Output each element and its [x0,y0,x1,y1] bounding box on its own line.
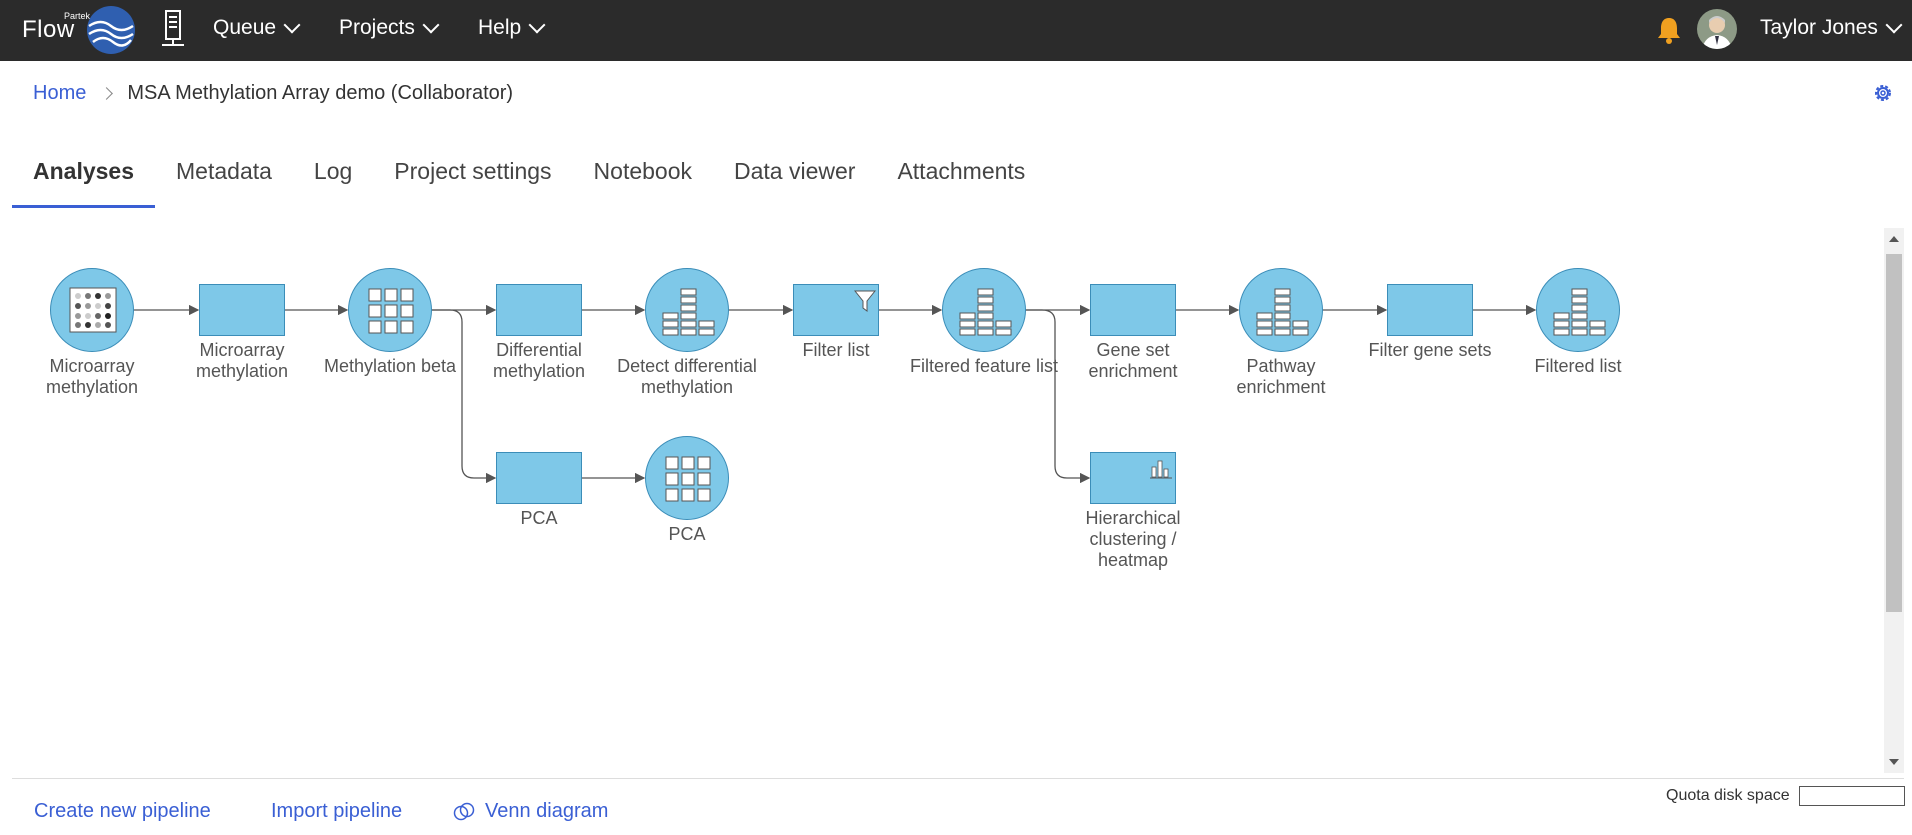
node-label: Pathway enrichment [1236,356,1326,397]
user-name-label: Taylor Jones [1760,16,1878,39]
data-node-pca[interactable] [645,436,729,520]
pipeline-edge [431,309,497,484]
tab-notebook[interactable]: Notebook [593,158,693,184]
node-label: Detect differential methylation [617,356,757,397]
dot-matrix-icon [69,287,117,333]
quota-disk-space-bar [1799,786,1905,806]
bar-table-icon [1553,288,1606,336]
project-tabs: Analyses Metadata Log Project settings N… [12,150,1046,208]
pipeline-edge [1025,309,1091,484]
scroll-up-arrow-icon[interactable] [1889,236,1899,242]
bar-table-icon [959,288,1012,336]
scroll-down-arrow-icon[interactable] [1889,759,1899,765]
import-pipeline-link[interactable]: Import pipeline [271,800,402,823]
nav-queue-label: Queue [213,16,277,39]
chevron-down-icon [1885,16,1903,34]
chevron-down-icon [528,16,546,34]
node-label: Gene set enrichment [1088,340,1178,381]
avatar[interactable] [1697,9,1737,49]
import-pipeline-label: Import pipeline [271,800,403,822]
node-label: Filtered list [1534,356,1622,376]
data-node-microarray-methylation[interactable] [50,268,134,352]
nav-projects-label: Projects [339,16,415,39]
nav-queue[interactable]: Queue [213,16,301,40]
node-label: Methylation beta [323,356,457,376]
grid-icon [368,288,414,334]
nav-help[interactable]: Help [478,16,546,40]
bar-table-icon [662,288,715,336]
tab-metadata[interactable]: Metadata [176,158,272,184]
pipeline-edges [134,304,1537,484]
venn-icon [453,802,475,820]
data-node-detect-differential-methylation[interactable] [645,268,729,352]
tab-data-viewer[interactable]: Data viewer [734,158,856,184]
gear-icon[interactable] [1872,82,1894,104]
quota-disk-space-label: Quota disk space [1666,787,1790,804]
logo-brand-text: Partek [64,11,91,21]
node-label: PCA [668,524,706,544]
bar-chart-icon [1150,460,1172,479]
vertical-scrollbar[interactable] [1884,228,1904,773]
task-node-microarray-methylation[interactable] [199,284,285,336]
node-label: Microarray methylation [45,356,139,397]
grid-icon [665,456,711,502]
logo-product-text: Flow [22,16,75,43]
tab-attachments[interactable]: Attachments [897,158,1026,184]
user-menu[interactable]: Taylor Jones [1760,16,1903,40]
filter-icon [854,290,876,312]
task-node-filter-gene-sets[interactable] [1387,284,1473,336]
globe-icon [87,6,135,54]
breadcrumb: Home MSA Methylation Array demo (Collabo… [33,82,513,105]
footer-divider [12,778,1904,779]
bar-table-icon [1256,288,1309,336]
tab-analyses[interactable]: Analyses [12,150,156,208]
node-label: PCA [520,508,558,528]
partek-flow-logo[interactable]: Partek Flow [20,4,138,56]
node-label: Hierarchical clustering / heatmap [1085,508,1181,570]
node-label: Microarray methylation [195,340,289,381]
data-node-methylation-beta[interactable] [348,268,432,352]
data-node-filtered-feature-list[interactable] [942,268,1026,352]
pipeline-canvas: Microarray methylation Microarray methyl… [12,228,1882,773]
chevron-down-icon [283,16,301,34]
node-label: Filter gene sets [1368,340,1492,360]
project-title: MSA Methylation Array demo (Collaborator… [127,82,514,104]
task-node-gene-set-enrichment[interactable] [1090,284,1176,336]
node-label: Filter list [802,340,870,360]
data-node-filtered-list[interactable] [1536,268,1620,352]
nav-projects[interactable]: Projects [339,16,440,40]
user-portrait-icon [1702,16,1732,49]
task-node-pca[interactable] [496,452,582,504]
create-pipeline-label: Create new pipeline [34,800,211,822]
task-node-differential-methylation[interactable] [496,284,582,336]
tab-project-settings[interactable]: Project settings [394,158,552,184]
node-label: Filtered feature list [909,356,1059,376]
create-new-pipeline-link[interactable]: Create new pipeline [34,800,211,823]
top-navigation-bar: Partek Flow Queue Projects Help [0,0,1912,61]
task-node-filter-list[interactable] [793,284,879,336]
venn-diagram-link[interactable]: Venn diagram [453,800,608,823]
server-icon[interactable] [160,10,186,48]
venn-diagram-label: Venn diagram [485,800,609,822]
task-node-hierarchical-clustering[interactable] [1090,452,1176,504]
node-label: Differential methylation [492,340,586,381]
bell-icon[interactable] [1656,16,1682,44]
tab-log[interactable]: Log [313,158,353,184]
breadcrumb-home-link[interactable]: Home [33,82,87,104]
nav-help-label: Help [478,16,522,39]
chevron-down-icon [422,16,440,34]
scrollbar-thumb[interactable] [1886,254,1902,612]
data-node-pathway-enrichment[interactable] [1239,268,1323,352]
chevron-right-icon [100,87,114,100]
